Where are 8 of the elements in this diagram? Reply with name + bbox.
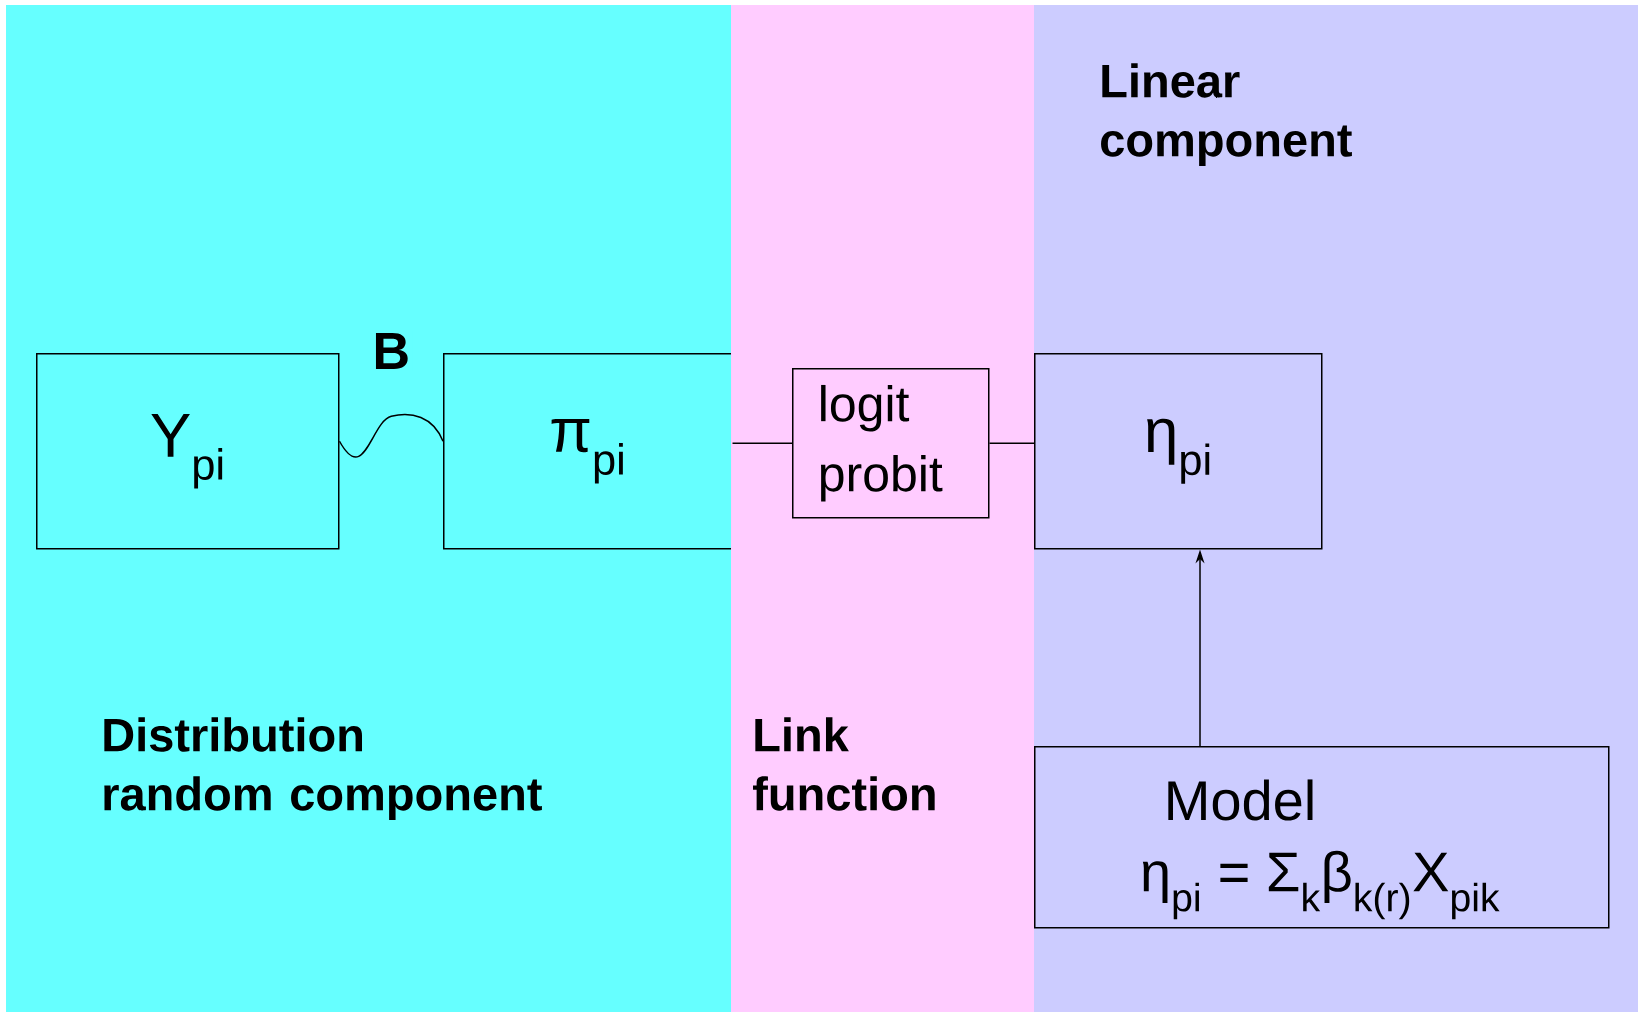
connector-line (731, 442, 793, 444)
box: logit probit (792, 368, 990, 519)
box: Y$_{pi}$ (36, 353, 340, 550)
box: Model η$_{pi}$ = Σ$_{k}$β$_{k(r)}$X$_{pik}$ (1034, 746, 1610, 929)
box: η$_{pi}$ (1034, 353, 1323, 550)
connector-line (988, 442, 1035, 444)
edge-label: B (370, 331, 413, 371)
wavy-line (338, 413, 444, 458)
